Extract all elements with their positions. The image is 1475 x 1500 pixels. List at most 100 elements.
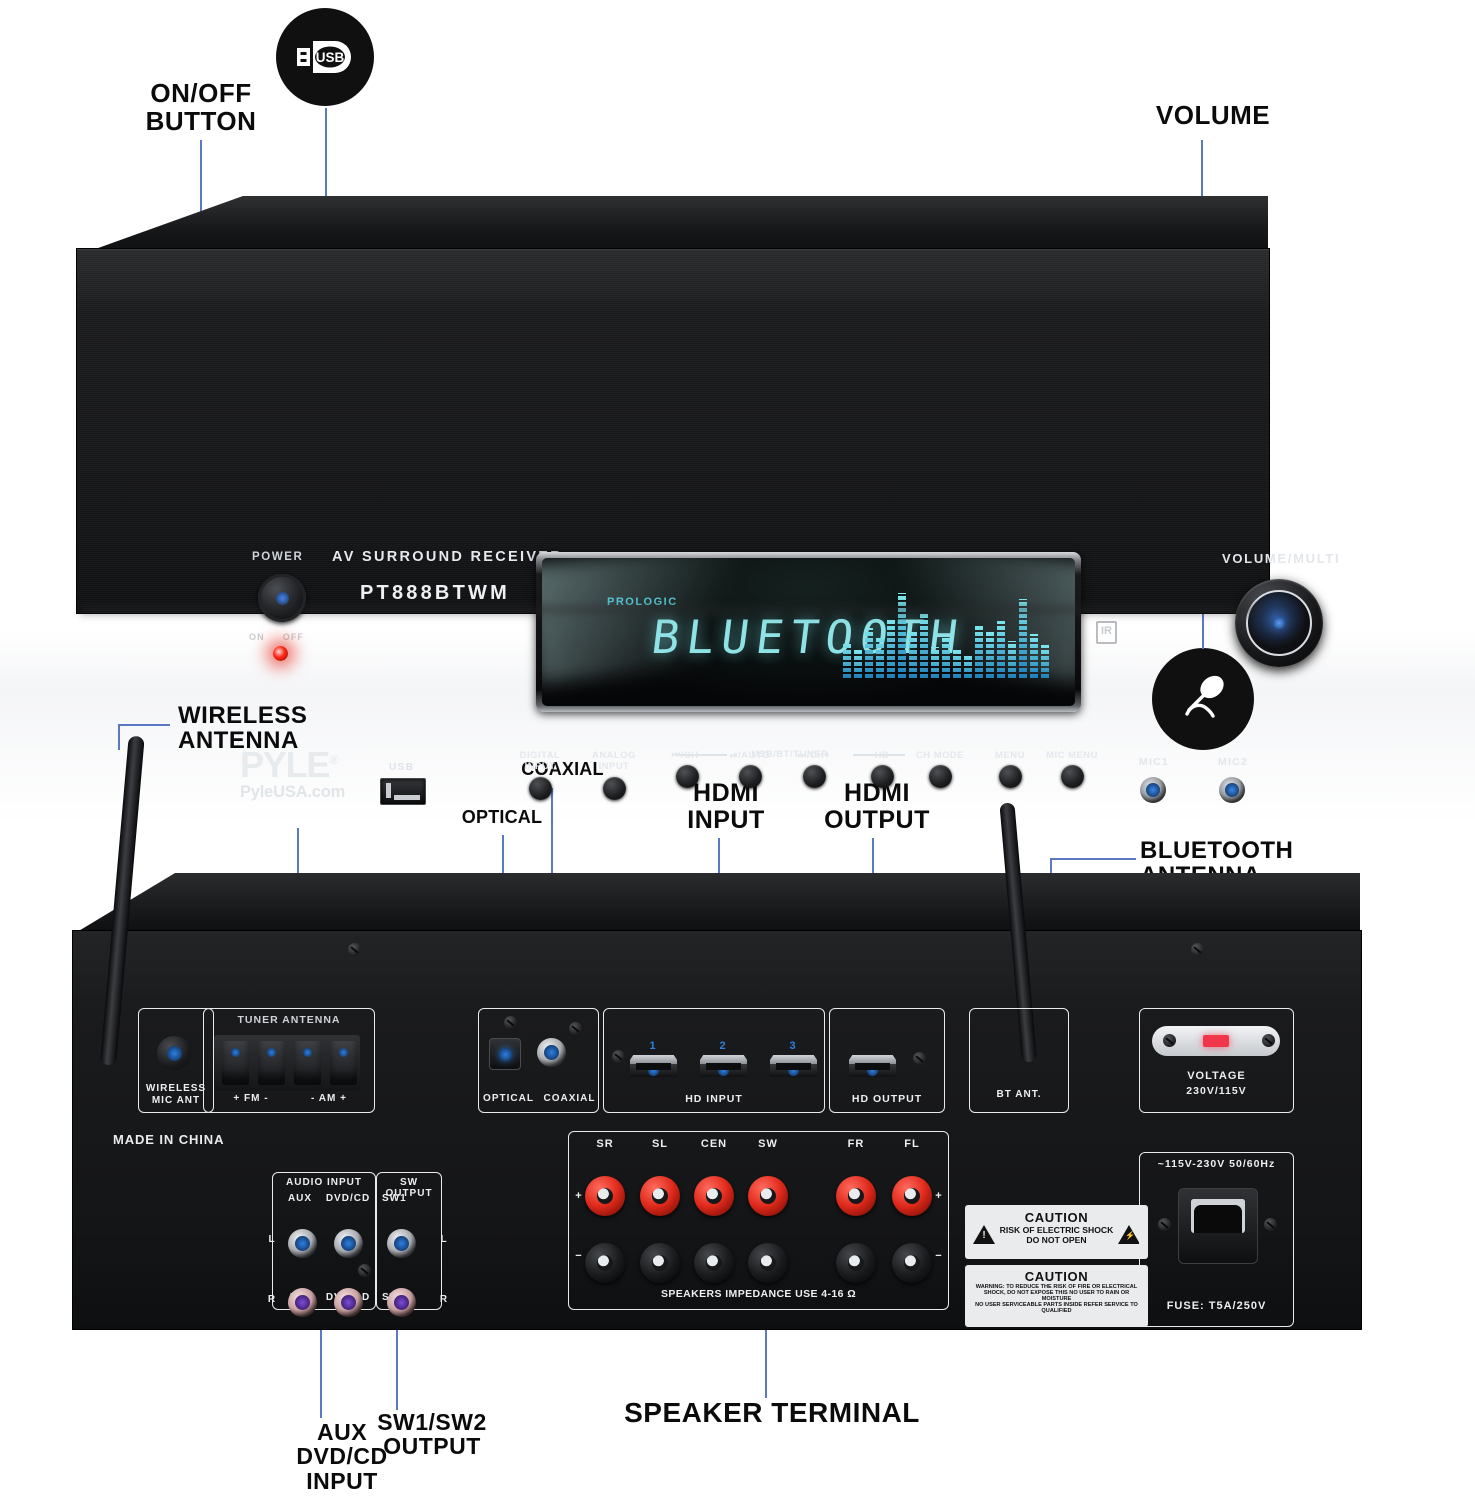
button-next-ch-up[interactable]: ⏭/CH+ xyxy=(781,749,847,789)
button-digital-input-label: DIGITAL INPUT xyxy=(519,749,561,772)
button-digital-input-knob[interactable] xyxy=(528,776,552,800)
hdmi-input-3[interactable] xyxy=(770,1055,817,1077)
button-analog-input-label: ANALOG INPUT xyxy=(592,749,636,772)
bt-ant-label: BT ANT. xyxy=(996,1089,1042,1100)
button-analog-input[interactable]: ANALOG INPUT xyxy=(581,749,647,800)
hdmi-input-1[interactable] xyxy=(630,1055,677,1077)
button-mic-menu-label: MIC MENU xyxy=(1046,749,1098,760)
mains-inlet-panel xyxy=(1139,1152,1294,1327)
channel-left-audio: L xyxy=(268,1234,276,1245)
tuner-lever-fm-plus[interactable] xyxy=(222,1041,249,1085)
hdmi-input-2[interactable] xyxy=(700,1055,747,1077)
callout-coaxial: COAXIAL xyxy=(521,759,604,779)
speaker-label-cen: CEN xyxy=(700,1138,728,1150)
speaker-post-sr-negative[interactable] xyxy=(585,1243,625,1283)
callout-optical: OPTICAL xyxy=(461,807,543,827)
digital-input-panel xyxy=(478,1008,599,1113)
speaker-label-sr: SR xyxy=(596,1138,614,1150)
speaker-post-sl-positive[interactable] xyxy=(640,1176,680,1216)
speaker-post-fr-positive[interactable] xyxy=(836,1176,876,1216)
mic2-jack[interactable] xyxy=(1219,777,1245,803)
button-hd[interactable]: HD xyxy=(849,749,915,789)
rca-aux-left[interactable] xyxy=(288,1229,317,1258)
rca-sw1[interactable] xyxy=(387,1229,416,1258)
speaker-label-fl: FL xyxy=(904,1138,920,1150)
callout-speaker-terminal: SPEAKER TERMINAL xyxy=(624,1397,920,1428)
sw-output-label: SW OUTPUT xyxy=(385,1177,433,1199)
caution-warning-line3: NO USER SERVICEABLE PARTS INSIDE REFER S… xyxy=(975,1302,1138,1314)
voltage-selector-switch[interactable] xyxy=(1152,1026,1280,1056)
tuner-lever-am-plus[interactable] xyxy=(330,1041,357,1085)
button-mic-menu-knob[interactable] xyxy=(1060,765,1084,789)
button-analog-input-knob[interactable] xyxy=(602,776,626,800)
wireless-mic-ant-panel xyxy=(138,1008,214,1113)
speakers-note: SPEAKERS IMPEDANCE USE 4-16 Ω xyxy=(660,1288,857,1300)
speaker-post-sw-positive[interactable] xyxy=(748,1176,788,1216)
caution-shock-line1: RISK OF ELECTRIC SHOCK xyxy=(999,1225,1114,1235)
rca-sw1-label: SW1 xyxy=(382,1193,407,1204)
screw-audio-panel xyxy=(358,1264,371,1277)
coaxial-label: COAXIAL xyxy=(543,1093,596,1104)
eq-bar xyxy=(887,619,895,678)
usb-badge-label: USB xyxy=(316,50,345,65)
caution-shock-line2: DO NOT OPEN xyxy=(1026,1235,1087,1245)
screw-hd-input xyxy=(612,1050,625,1063)
button-prev-ch-down[interactable]: ⏮/CH- xyxy=(654,749,720,789)
button-menu[interactable]: MENU xyxy=(977,749,1043,789)
speaker-post-sw-negative[interactable] xyxy=(748,1243,788,1283)
tuner-lever-fm-minus[interactable] xyxy=(258,1041,285,1085)
caution-shock-title: CAUTION xyxy=(1024,1210,1089,1225)
iec-power-inlet[interactable] xyxy=(1178,1188,1258,1264)
button-mic-menu[interactable]: MIC MENU xyxy=(1039,749,1105,789)
terminal-plus-left: + xyxy=(575,1190,583,1202)
rca-aux-right[interactable] xyxy=(288,1288,317,1317)
button-menu-knob[interactable] xyxy=(998,765,1022,789)
rca-dvdcd-left[interactable] xyxy=(334,1229,363,1258)
speaker-post-sl-negative[interactable] xyxy=(640,1243,680,1283)
speaker-post-cen-positive[interactable] xyxy=(694,1176,734,1216)
speaker-post-fl-negative[interactable] xyxy=(892,1243,932,1283)
off-label: OFF xyxy=(282,632,305,642)
hd-output-panel xyxy=(829,1008,945,1113)
coaxial-port[interactable] xyxy=(537,1038,566,1067)
wireless-mic-ant-jack[interactable] xyxy=(157,1036,191,1070)
leader-bt-antenna-v xyxy=(1050,858,1052,876)
mic1-jack[interactable] xyxy=(1140,777,1166,803)
screw-top-left xyxy=(348,943,361,956)
shock-bolt-glyph: ⚡ xyxy=(1125,1231,1135,1240)
rca-sw2[interactable] xyxy=(387,1288,416,1317)
mic2-label: MIC2 xyxy=(1218,756,1248,768)
rear-chassis-top xyxy=(72,873,1360,935)
leader-bt-antenna-h xyxy=(1050,858,1136,860)
volume-knob[interactable] xyxy=(1235,579,1323,667)
button-play-auto[interactable]: ⏯/AUTO xyxy=(717,749,783,789)
hdmi-input-1-indicator xyxy=(648,1065,659,1076)
button-ch-mode-knob[interactable] xyxy=(928,765,952,789)
hdmi-output[interactable] xyxy=(849,1055,896,1077)
volume-label: VOLUME/MULTI xyxy=(1222,551,1341,566)
button-play-auto-knob[interactable] xyxy=(738,765,762,789)
speaker-post-fl-positive[interactable] xyxy=(892,1176,932,1216)
optical-port[interactable] xyxy=(489,1038,521,1070)
button-prev-ch-down-knob[interactable] xyxy=(675,765,699,789)
speaker-post-sr-positive[interactable] xyxy=(585,1176,625,1216)
caution-shock-label: CAUTION RISK OF ELECTRIC SHOCK DO NOT OP… xyxy=(965,1205,1148,1259)
rca-dvdcd-right[interactable] xyxy=(334,1288,363,1317)
voltage-panel xyxy=(1139,1008,1294,1113)
display-equalizer xyxy=(843,586,1049,678)
ir-sensor-icon: IR xyxy=(1096,621,1117,644)
speaker-post-fr-negative[interactable] xyxy=(836,1243,876,1283)
callout-sw1-sw2-output: SW1/SW2 OUTPUT xyxy=(377,1409,487,1460)
power-label: POWER xyxy=(252,551,304,563)
button-next-ch-up-knob[interactable] xyxy=(802,765,826,789)
speaker-post-cen-negative[interactable] xyxy=(694,1243,734,1283)
tuner-lever-am-minus[interactable] xyxy=(294,1041,321,1085)
button-hd-knob[interactable] xyxy=(870,765,894,789)
hdmi-port-number-3: 3 xyxy=(789,1040,797,1052)
hdmi-input-2-indicator xyxy=(718,1065,729,1076)
usb-port[interactable] xyxy=(380,778,426,805)
button-digital-input[interactable]: DIGITAL INPUT xyxy=(507,749,573,800)
tuner-antenna-terminals[interactable] xyxy=(214,1035,360,1091)
leader-aux-input xyxy=(320,1255,322,1418)
button-ch-mode[interactable]: CH MODE xyxy=(907,749,973,789)
